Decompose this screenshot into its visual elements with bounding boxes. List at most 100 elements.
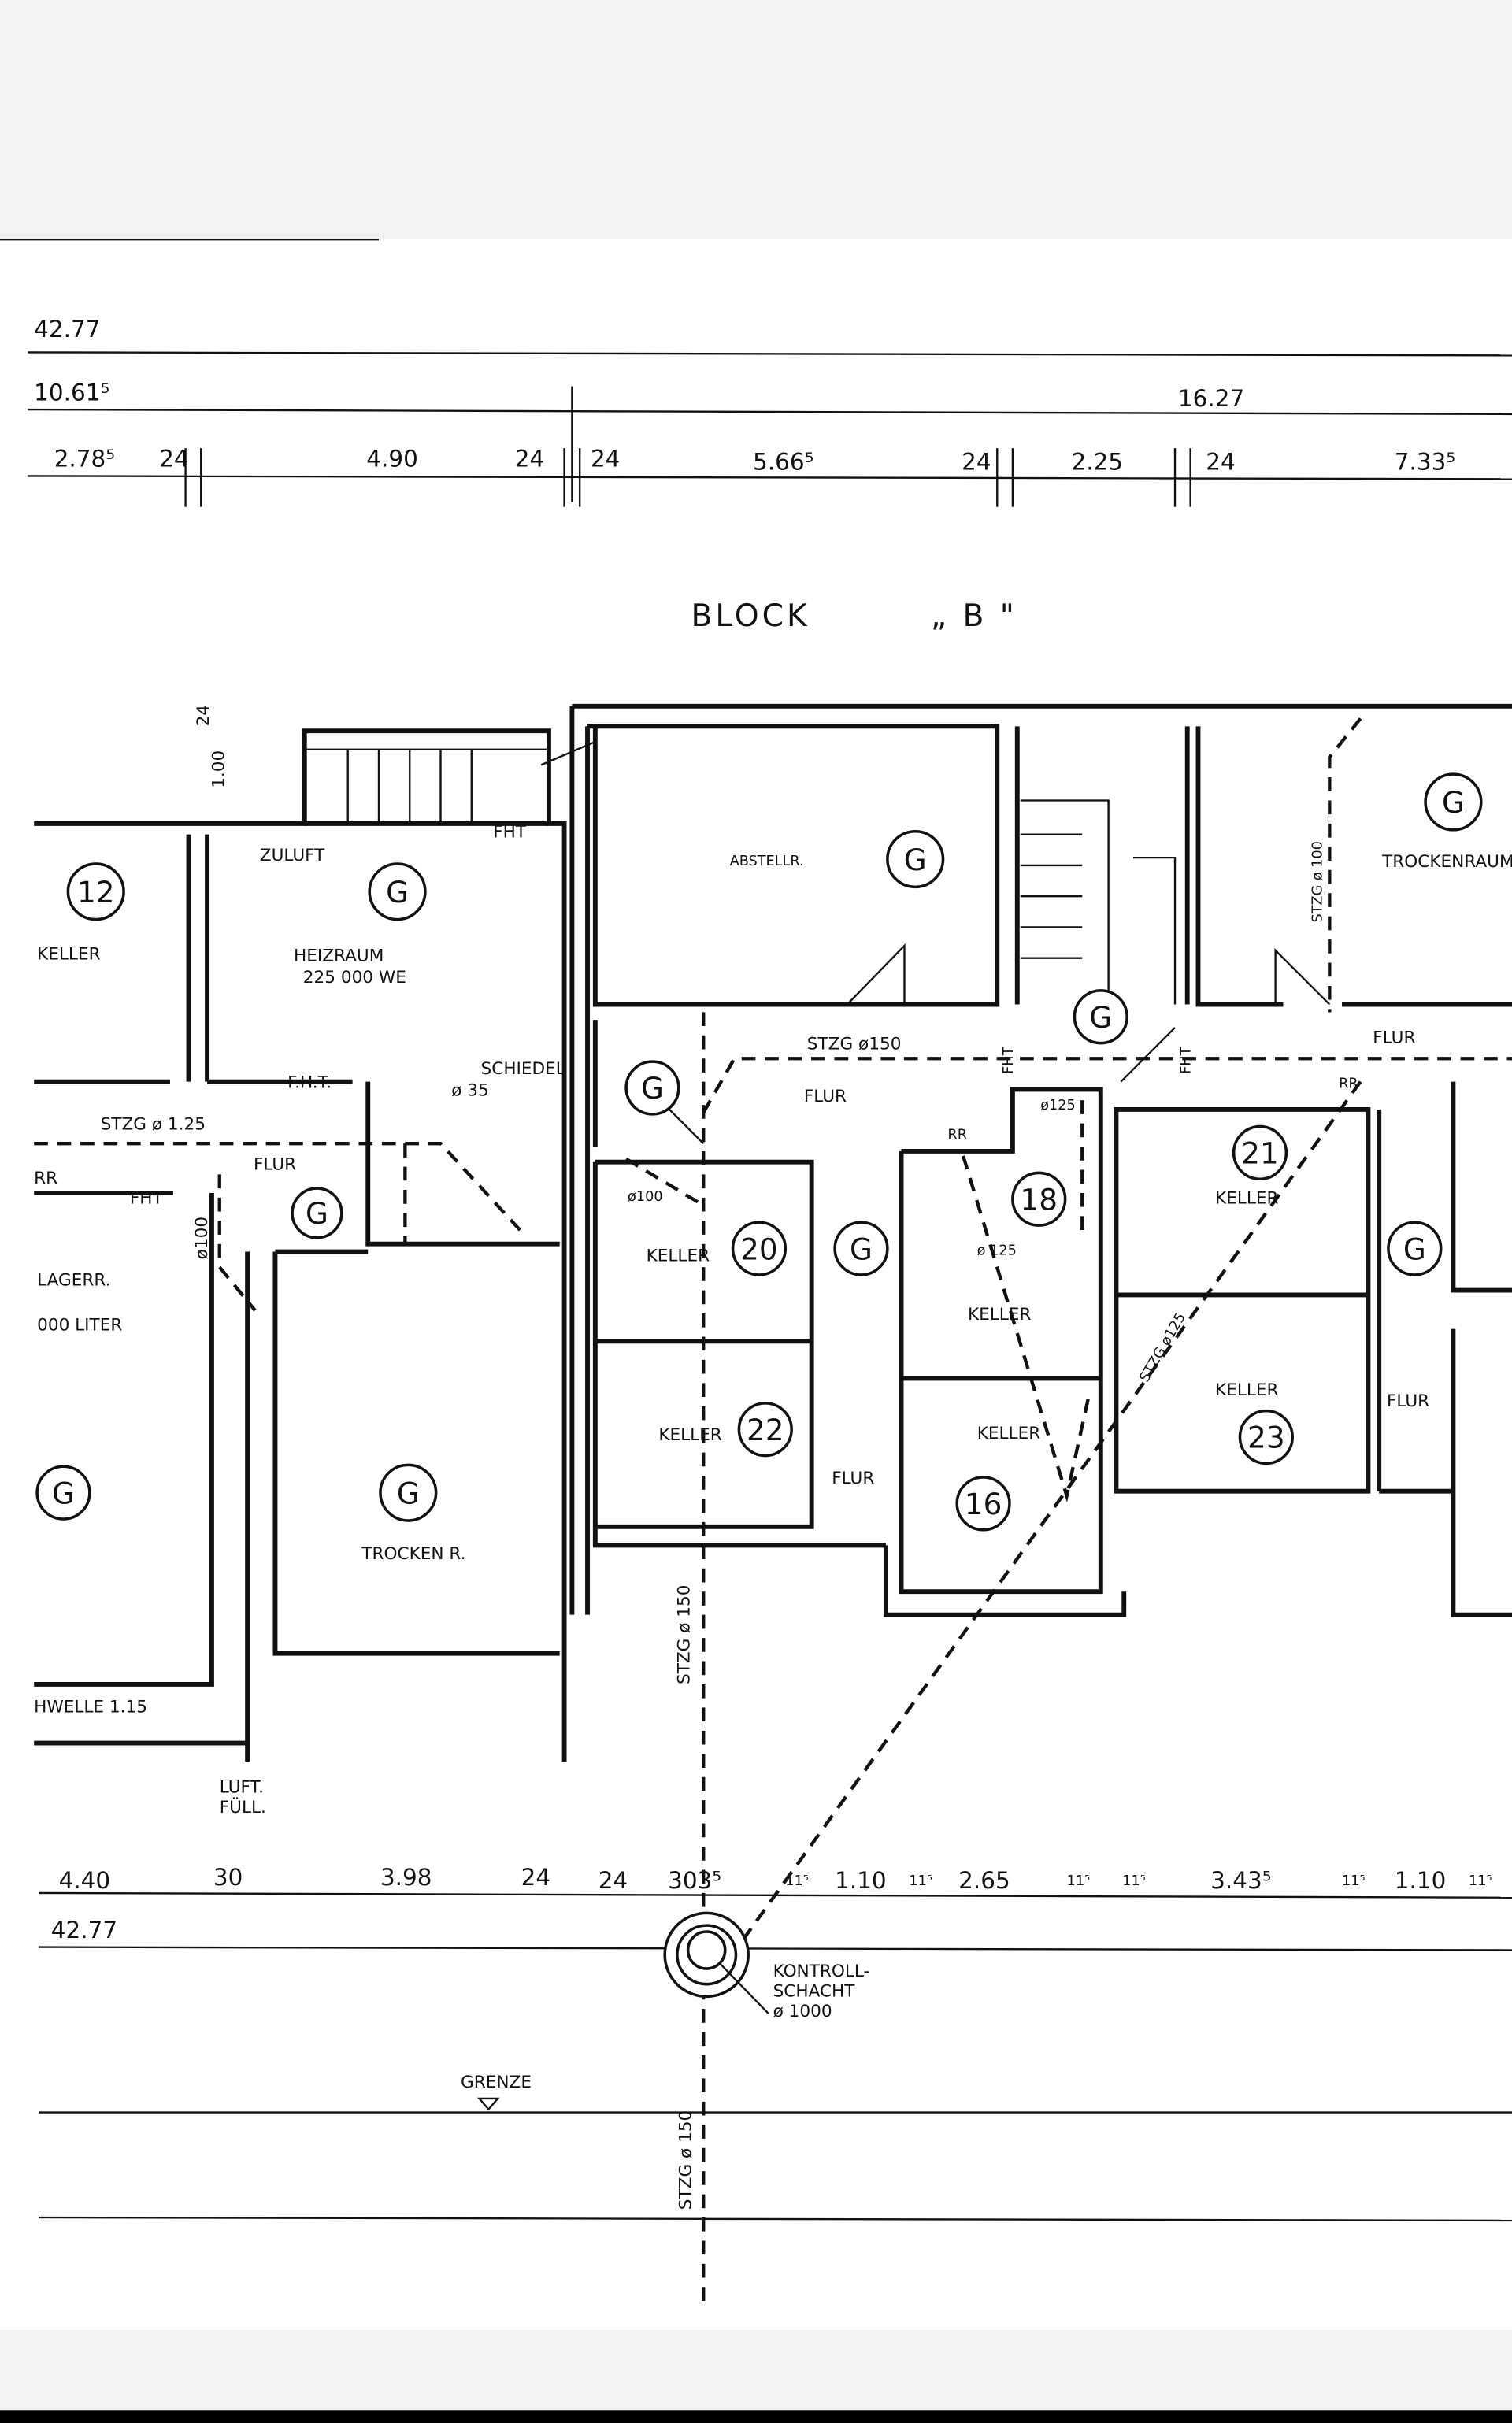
room-number-20: 20 [740,1232,777,1266]
label: TROCKENRAUM [1381,852,1512,872]
label: HEIZRAUM [294,947,384,966]
dim-seg: 24 [962,449,991,476]
label: LUFT. [220,1777,264,1797]
grenze-label: GRENZE [461,2073,532,2092]
dim-seg: 303⁵ [668,1867,721,1894]
label: FHT [493,823,527,843]
label: FHT [1001,1047,1017,1073]
dim-seg: 1.10 [1395,1867,1447,1894]
dim-seg: 24 [521,1864,550,1891]
vertical-dim: 1.00 [209,750,229,788]
gas-symbol: G [641,1071,664,1106]
label: KELLER [37,945,100,965]
gas-symbol: G [1403,1232,1426,1266]
dim-seg: 2.65 [958,1867,1010,1894]
label: SCHIEDEL [481,1059,565,1079]
label: RR [1339,1076,1358,1092]
dim-seg: 30 [213,1864,243,1891]
label: ø 125 [977,1243,1017,1258]
gas-symbol: G [306,1196,328,1231]
label: STZG ø 1.25 [101,1114,206,1134]
bottom-bar [0,2410,1512,2423]
label: FLUR [254,1155,296,1175]
gas-symbol: G [1089,1000,1112,1035]
label: FHT [130,1189,164,1209]
gas-symbol: G [850,1232,873,1266]
label: ø100 [628,1189,663,1205]
label: FLUR [804,1087,847,1106]
bottom-dimensions: 4.40 30 3.98 24 24 303⁵ 11⁵ 1.10 11⁵ 2.6… [39,1864,1512,2222]
dim-seg: 1.10 [835,1867,887,1894]
room-number-12: 12 [77,875,114,910]
label: ø125 [1040,1098,1076,1113]
label: ZULUFT [260,846,325,865]
gas-symbol: G [386,875,409,910]
dim-seg: 11⁵ [909,1873,932,1889]
room-number-22: 22 [747,1413,784,1447]
dim-seg: 24 [159,446,188,472]
dim-total-bottom: 42.77 [51,1917,117,1943]
vertical-dim: 24 [194,705,213,726]
label: KELLER [1215,1380,1278,1400]
label: FLUR [1387,1391,1429,1411]
label: STZG ø150 [807,1034,902,1054]
label: ABSTELLR. [730,854,804,869]
dim-seg: 11⁵ [1469,1873,1492,1889]
drawing-sheet [0,239,1512,2331]
label: 000 LITER [37,1316,122,1336]
dim-seg: 4.40 [59,1867,111,1894]
label: STZG ø 150 [675,1585,695,1684]
dim-total-top: 42.77 [34,316,100,343]
dim-seg: 3.43⁵ [1210,1867,1271,1894]
label: KELLER [968,1305,1031,1324]
kontrollschacht-label: KONTROLL- [773,1962,870,1981]
label: TROCKEN R. [361,1544,465,1564]
top-margin [0,0,1512,240]
boundary-marker-icon [477,2097,500,2111]
gas-symbol: G [1442,785,1465,820]
label: F.H.T. [287,1073,332,1093]
dim-seg: 11⁵ [1067,1873,1091,1889]
room-number-16: 16 [965,1487,1002,1521]
dim-seg: 24 [591,446,620,472]
pipes [34,717,1512,2303]
label: FÜLL. [220,1797,266,1817]
dim-right: 16.27 [1178,385,1244,412]
label: FLUR [832,1469,874,1488]
dim-seg: 2.78⁵ [54,446,115,472]
kontrollschacht-label: ø 1000 [773,2002,832,2021]
kontrollschacht: KONTROLL- SCHACHT ø 1000 [663,1911,870,2021]
label: LAGERR. [37,1271,110,1291]
gas-symbol: G [397,1476,420,1510]
label: 225 000 WE [303,968,406,987]
dim-seg: 5.66⁵ [753,449,813,476]
dim-seg: 24 [1206,449,1235,476]
label: HWELLE 1.15 [34,1697,147,1717]
dim-seg: 11⁵ [1342,1873,1366,1889]
dim-seg: 2.25 [1071,449,1123,476]
label: RR [34,1169,57,1188]
block-label: BLOCK [691,598,810,634]
label: KELLER [658,1425,721,1445]
dim-seg: 7.33⁵ [1395,449,1455,476]
gas-symbol: G [904,843,927,877]
label: ø 35 [451,1080,489,1100]
room-number-23: 23 [1247,1421,1284,1455]
kontrollschacht-label: SCHACHT [773,1981,856,2001]
block-name: „ B " [931,598,1017,634]
label: ø100 [192,1217,212,1259]
gas-symbol: G [52,1476,75,1510]
label: KELLER [647,1246,710,1265]
dim-left: 10.61⁵ [34,379,109,406]
pipe-label-lower: STZG ø 150 [676,2110,696,2210]
walls [34,703,1512,1762]
label: FHT [1179,1047,1195,1073]
label: KELLER [977,1424,1040,1443]
label: RR [947,1127,967,1143]
dim-seg: 24 [598,1867,628,1894]
dim-seg: 11⁵ [1122,1873,1146,1889]
room-number-21: 21 [1241,1136,1278,1171]
dim-seg: 24 [515,446,544,472]
room-circles: 12 G G G G G G G 20 G 22 18 16 G 21 G 23 [35,772,1483,1532]
